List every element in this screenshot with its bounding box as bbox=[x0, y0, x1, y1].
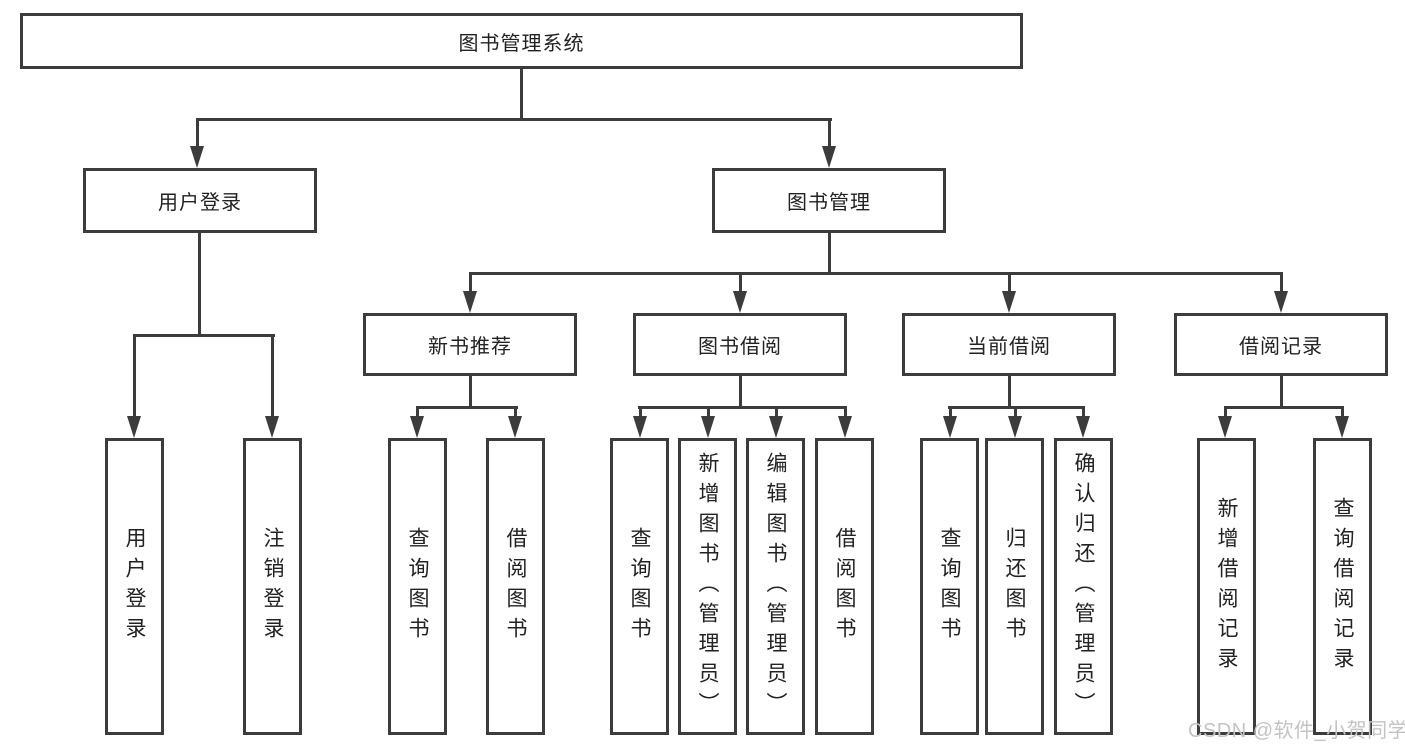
connector-line bbox=[520, 69, 523, 119]
node-current-borrow-label: 当前借阅 bbox=[967, 336, 1051, 358]
leaf-edit-books-admin: 编辑图书（管理员） bbox=[746, 438, 805, 735]
leaf-query-borrow-record: 查询借阅记录 bbox=[1313, 438, 1372, 735]
connector-line bbox=[196, 118, 832, 121]
node-borrow-records: 借阅记录 bbox=[1174, 313, 1388, 376]
node-book-borrow: 图书借阅 bbox=[633, 313, 847, 376]
arrow-down-icon bbox=[410, 416, 424, 438]
node-root: 图书管理系统 bbox=[20, 13, 1023, 69]
connector-line bbox=[949, 406, 952, 418]
arrow-down-icon bbox=[265, 416, 279, 438]
leaf-label: 编辑图书（管理员） bbox=[764, 451, 787, 722]
watermark-text: CSDN @软件_小贺同学 bbox=[1188, 720, 1405, 742]
connector-line bbox=[133, 334, 136, 418]
connector-line bbox=[828, 118, 831, 148]
connector-line bbox=[469, 376, 472, 409]
arrow-down-icon bbox=[733, 291, 747, 313]
connector-line bbox=[844, 406, 847, 418]
arrow-down-icon bbox=[1076, 416, 1090, 438]
leaf-return-books: 归还图书 bbox=[985, 438, 1044, 735]
connector-line bbox=[416, 406, 419, 418]
leaf-label: 查询图书 bbox=[938, 526, 961, 647]
connector-line bbox=[1082, 406, 1085, 418]
connector-line bbox=[1008, 272, 1011, 294]
arrow-down-icon bbox=[463, 291, 477, 313]
leaf-label: 借阅图书 bbox=[833, 526, 856, 647]
arrow-down-icon bbox=[633, 416, 647, 438]
connector-line bbox=[739, 376, 742, 409]
connector-line bbox=[638, 406, 847, 409]
connector-line bbox=[133, 334, 275, 337]
arrow-down-icon bbox=[701, 416, 715, 438]
node-user-login: 用户登录 bbox=[83, 168, 317, 233]
connector-line bbox=[1280, 272, 1283, 294]
connector-line bbox=[828, 233, 831, 275]
node-new-book-recommend: 新书推荐 bbox=[363, 313, 577, 376]
connector-line bbox=[775, 406, 778, 418]
leaf-query-books-current: 查询图书 bbox=[920, 438, 979, 735]
connector-line bbox=[1341, 406, 1344, 418]
leaf-logout: 注销登录 bbox=[243, 438, 302, 735]
connector-line bbox=[707, 406, 710, 418]
node-book-management-label: 图书管理 bbox=[787, 192, 871, 214]
node-new-book-recommend-label: 新书推荐 bbox=[428, 336, 512, 358]
leaf-label: 借阅图书 bbox=[504, 526, 527, 647]
leaf-query-books-borrow: 查询图书 bbox=[610, 438, 669, 735]
connector-line bbox=[1224, 406, 1344, 409]
connector-line bbox=[196, 118, 199, 148]
arrow-down-icon bbox=[1335, 416, 1349, 438]
leaf-label: 确认归还（管理员） bbox=[1072, 451, 1095, 722]
node-root-label: 图书管理系统 bbox=[458, 32, 585, 55]
leaf-confirm-return-admin: 确认归还（管理员） bbox=[1054, 438, 1113, 735]
leaf-label: 新增借阅记录 bbox=[1215, 496, 1238, 677]
connector-line bbox=[1280, 376, 1283, 409]
leaf-user-login: 用户登录 bbox=[105, 438, 164, 735]
leaf-label: 新增图书（管理员） bbox=[696, 451, 719, 722]
arrow-down-icon bbox=[769, 416, 783, 438]
node-current-borrow: 当前借阅 bbox=[902, 313, 1116, 376]
arrow-down-icon bbox=[822, 146, 836, 168]
node-user-login-label: 用户登录 bbox=[158, 192, 242, 214]
node-borrow-records-label: 借阅记录 bbox=[1239, 336, 1323, 358]
connector-line bbox=[739, 272, 742, 294]
leaf-label: 查询图书 bbox=[628, 526, 651, 647]
arrow-down-icon bbox=[1218, 416, 1232, 438]
leaf-label: 查询图书 bbox=[406, 526, 429, 647]
leaf-label: 注销登录 bbox=[261, 526, 284, 647]
connector-line bbox=[514, 406, 517, 418]
arrow-down-icon bbox=[127, 416, 141, 438]
connector-line bbox=[469, 272, 472, 294]
leaf-label: 用户登录 bbox=[123, 526, 146, 647]
connector-line bbox=[1014, 406, 1017, 418]
arrow-down-icon bbox=[1274, 291, 1288, 313]
connector-line bbox=[416, 406, 518, 409]
leaf-label: 归还图书 bbox=[1003, 526, 1026, 647]
arrow-down-icon bbox=[1002, 291, 1016, 313]
connector-line bbox=[469, 272, 1283, 275]
connector-line bbox=[1224, 406, 1227, 418]
node-book-management: 图书管理 bbox=[712, 168, 946, 233]
arrow-down-icon bbox=[1008, 416, 1022, 438]
connector-line bbox=[271, 334, 274, 418]
leaf-label: 查询借阅记录 bbox=[1331, 496, 1354, 677]
connector-line bbox=[1008, 376, 1011, 409]
leaf-add-books-admin: 新增图书（管理员） bbox=[678, 438, 737, 735]
arrow-down-icon bbox=[943, 416, 957, 438]
arrow-down-icon bbox=[190, 146, 204, 168]
arrow-down-icon bbox=[508, 416, 522, 438]
leaf-query-books-recommend: 查询图书 bbox=[388, 438, 447, 735]
connector-line bbox=[639, 406, 642, 418]
leaf-borrow-books-recommend: 借阅图书 bbox=[486, 438, 545, 735]
node-book-borrow-label: 图书借阅 bbox=[698, 336, 782, 358]
leaf-add-borrow-record: 新增借阅记录 bbox=[1197, 438, 1256, 735]
leaf-borrow-books: 借阅图书 bbox=[815, 438, 874, 735]
connector-line bbox=[198, 233, 201, 337]
arrow-down-icon bbox=[838, 416, 852, 438]
